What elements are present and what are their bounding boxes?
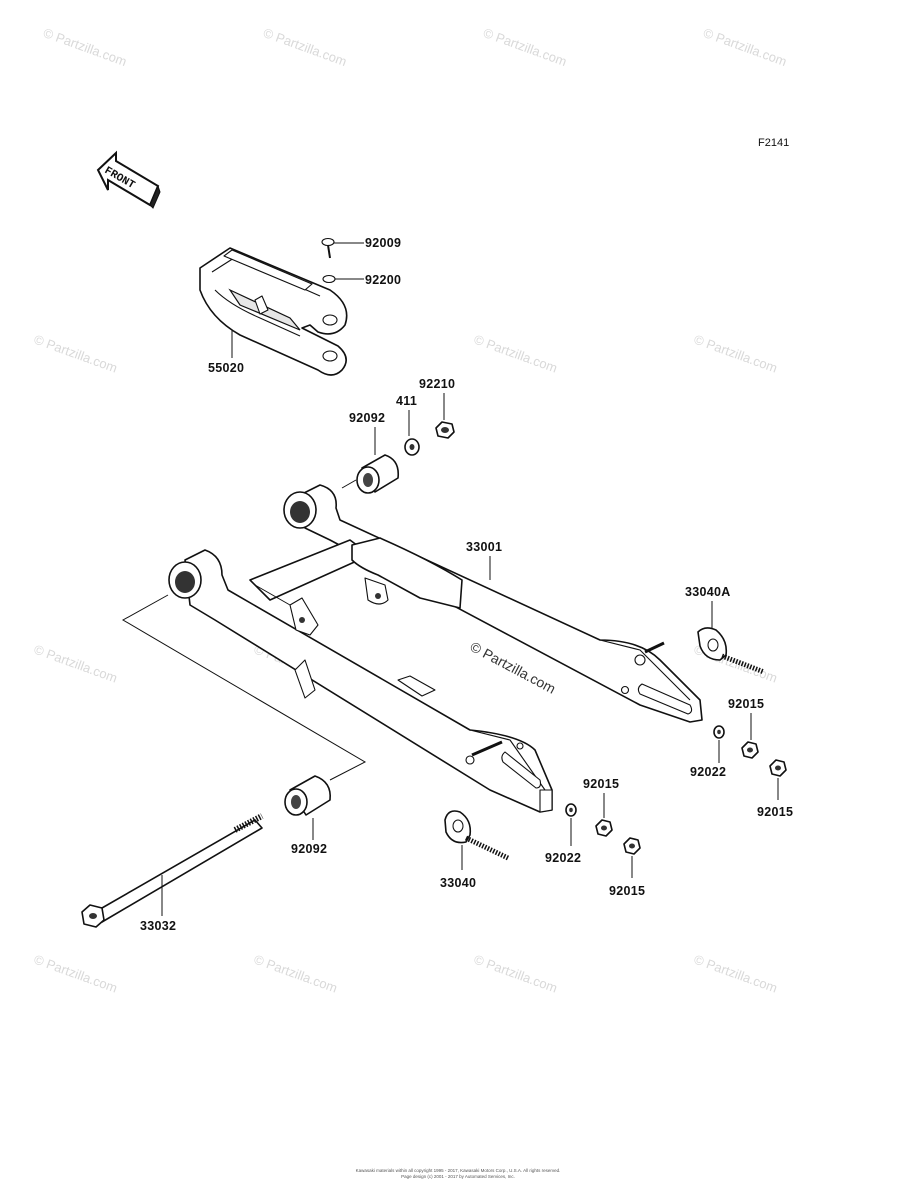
watermark-grid: © Partzilla.com © Partzilla.com © Partzi… <box>32 25 789 996</box>
pivot-shaft-33032-icon <box>81 813 264 928</box>
screw-92009-icon <box>321 237 335 259</box>
nut-92015-r1-icon <box>741 741 759 759</box>
part-label-33001: 33001 <box>466 540 502 554</box>
part-label-92092-top: 92092 <box>349 411 385 425</box>
washer-411-icon <box>404 438 420 456</box>
washer-92022-r-icon <box>713 725 725 739</box>
part-label-92022-r: 92022 <box>690 765 726 779</box>
watermark-text: © Partzilla.com <box>41 25 128 69</box>
watermark-text: © Partzilla.com <box>692 952 779 996</box>
watermark-text: © Partzilla.com <box>692 332 779 376</box>
watermark-text: © Partzilla.com <box>472 332 559 376</box>
part-label-92200: 92200 <box>365 273 401 287</box>
part-label-55020: 55020 <box>208 361 244 375</box>
washer-92022-m-icon <box>565 803 577 817</box>
nut-92015-m2-icon <box>623 837 641 855</box>
bushing-92092-top-icon <box>356 454 400 494</box>
watermark-text: © Partzilla.com <box>701 25 788 69</box>
chain-guard-55020 <box>199 247 348 376</box>
nut-92015-r2-icon <box>769 759 787 777</box>
part-label-92210: 92210 <box>419 377 455 391</box>
nut-92015-m1-icon <box>595 819 613 837</box>
figure-code: F2141 <box>758 137 789 149</box>
part-label-33040A: 33040A <box>685 585 731 599</box>
part-label-92015-r1: 92015 <box>728 697 764 711</box>
part-label-92022-m: 92022 <box>545 851 581 865</box>
part-label-33032: 33032 <box>140 919 176 933</box>
nut-92210-icon <box>435 421 455 439</box>
watermark-text: © Partzilla.com <box>32 642 119 686</box>
part-label-411: 411 <box>396 394 417 408</box>
leader-line <box>341 479 357 489</box>
chain-adjuster-33040A-icon <box>697 627 765 675</box>
part-label-92015-m1: 92015 <box>583 777 619 791</box>
watermark-text: © Partzilla.com <box>252 952 339 996</box>
part-label-92015-r2: 92015 <box>757 805 793 819</box>
swingarm-33001 <box>168 484 703 813</box>
part-label-33040: 33040 <box>440 876 476 890</box>
watermark-text: © Partzilla.com <box>472 952 559 996</box>
pivot-bracket-line <box>121 594 367 781</box>
watermark-text: © Partzilla.com <box>32 332 119 376</box>
copyright-line-2: Page design (c) 2001 - 2017 by Automated… <box>401 1174 515 1179</box>
front-arrow-icon: FRONT <box>96 150 161 209</box>
watermark-text: © Partzilla.com <box>261 25 348 69</box>
washer-92200-icon <box>322 274 336 284</box>
part-label-92015-m2: 92015 <box>609 884 645 898</box>
copyright-line-1: Kawasaki materials within all copyright … <box>356 1168 561 1173</box>
bushing-92092-bottom-icon <box>284 775 332 816</box>
watermark-text: © Partzilla.com <box>32 952 119 996</box>
chain-adjuster-33040-icon <box>444 810 510 861</box>
part-label-92009: 92009 <box>365 236 401 250</box>
part-label-92092-bottom: 92092 <box>291 842 327 856</box>
watermark-text: © Partzilla.com <box>481 25 568 69</box>
